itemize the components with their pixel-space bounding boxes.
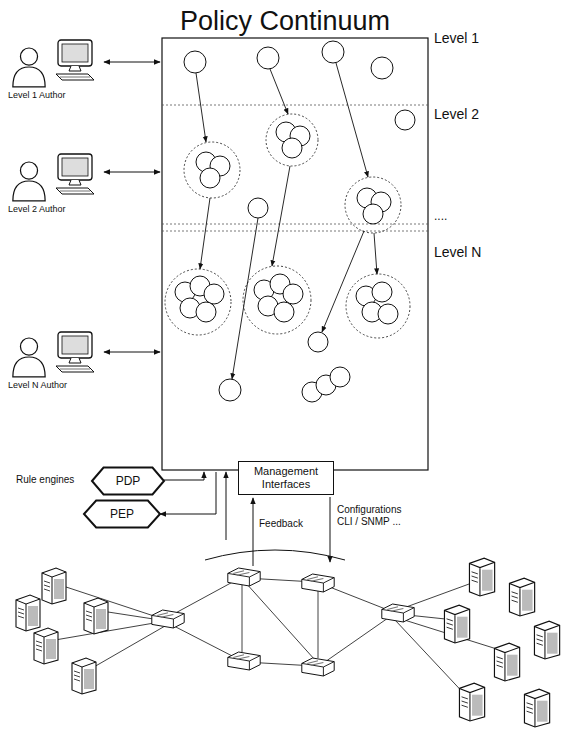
node-text: PEP bbox=[110, 507, 134, 521]
node-text: Management Interfaces bbox=[243, 465, 329, 491]
pdp-shape: PDP bbox=[92, 467, 164, 495]
diagram-title: Policy Continuum bbox=[180, 6, 390, 37]
interface-box: Management Interfaces bbox=[238, 461, 334, 495]
level-label: Level 2 bbox=[434, 106, 479, 122]
pep-shape: PEP bbox=[84, 500, 160, 528]
author-label: Level 1 Author bbox=[8, 90, 66, 100]
author-label: Level 2 Author bbox=[8, 204, 66, 214]
level-label: Level 1 bbox=[434, 30, 479, 46]
author-label: Level N Author bbox=[8, 380, 67, 390]
arrow-label: Feedback bbox=[259, 518, 303, 530]
component-label: Rule engines bbox=[16, 474, 74, 486]
node-text: PDP bbox=[116, 474, 141, 488]
level-label: .... bbox=[434, 210, 447, 224]
level-label: Level N bbox=[434, 244, 481, 260]
arrow-label: Configurations CLI / SNMP ... bbox=[337, 504, 417, 527]
